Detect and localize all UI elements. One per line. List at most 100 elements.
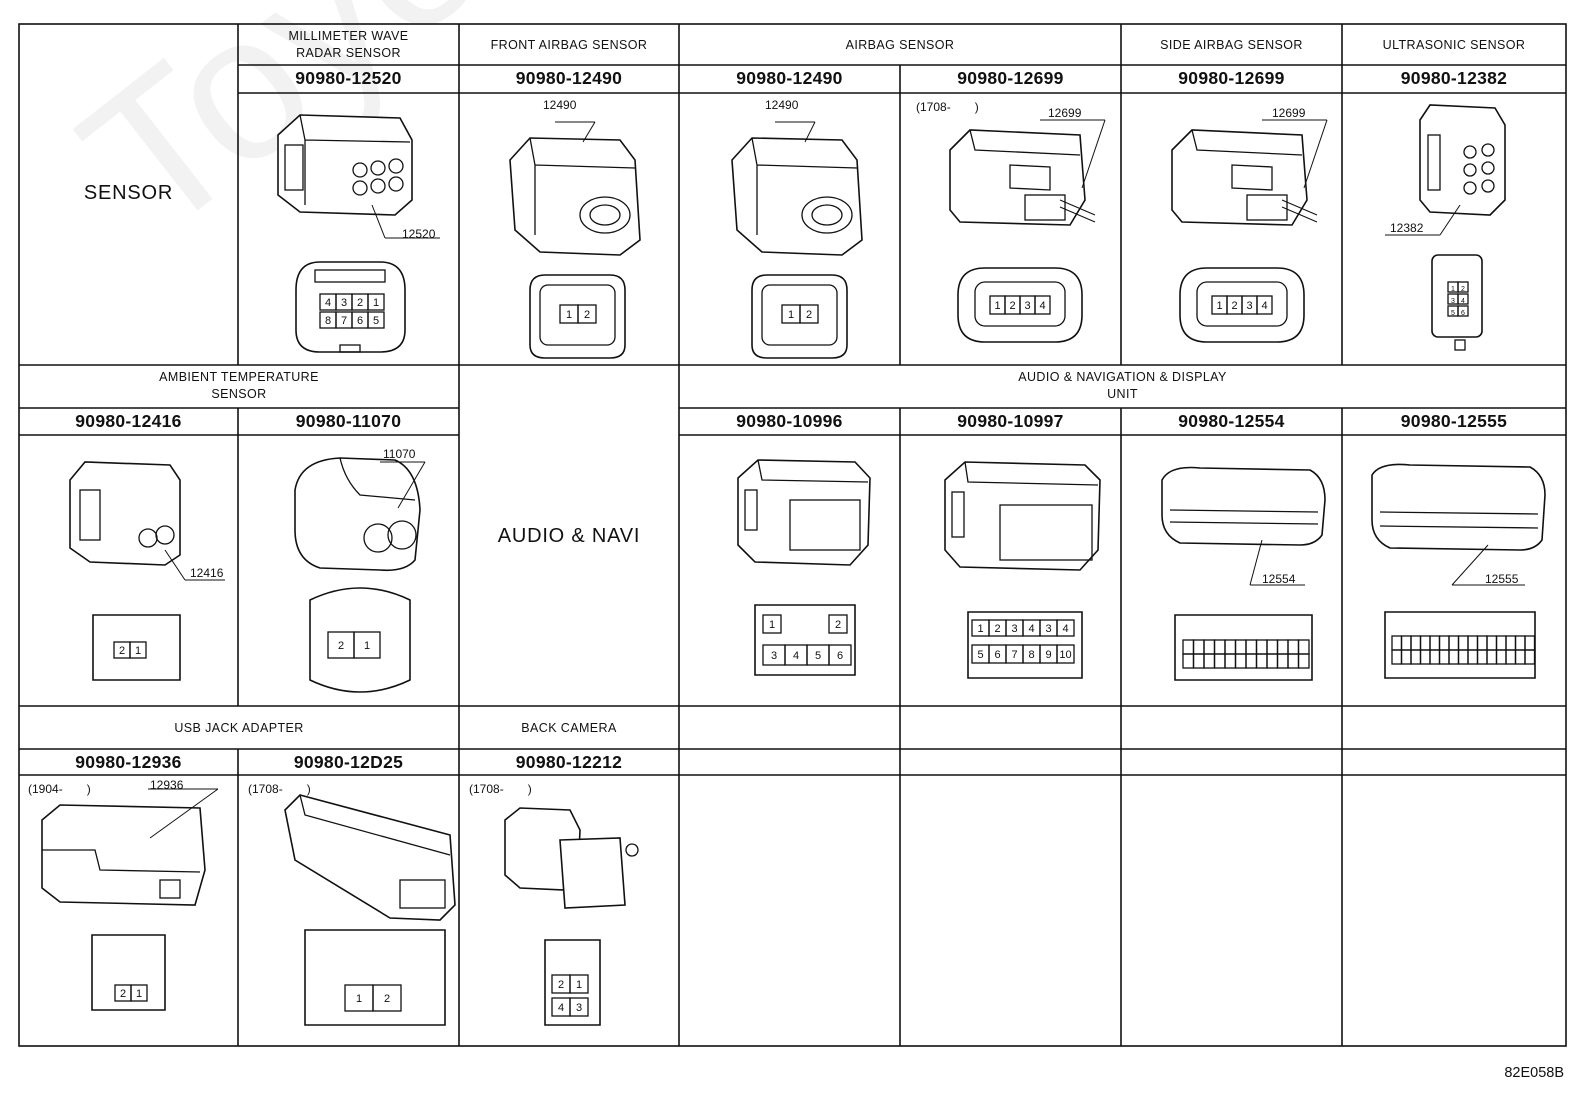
pin-number: 1 <box>135 645 141 657</box>
pin-number: 2 <box>994 623 1000 635</box>
pin-number: 3 <box>771 650 777 662</box>
pin-number: 2 <box>357 297 363 309</box>
pin-cell <box>799 304 819 324</box>
pin-number: 1 <box>576 979 582 991</box>
audio-12554-pin-face <box>1182 639 1310 669</box>
part-number: 90980-12490 <box>736 68 843 88</box>
pin-cell <box>569 997 589 1017</box>
pin-number: 1 <box>788 309 794 321</box>
title-front-airbag: FRONT AIRBAG SENSOR <box>490 38 648 52</box>
audio-12555-connector-drawing <box>1371 463 1546 679</box>
title-airbag: AIRBAG SENSOR <box>845 38 955 52</box>
pin-cell <box>129 641 147 659</box>
pin-number: 6 <box>1461 310 1465 317</box>
part-number: 90980-12554 <box>1178 411 1285 431</box>
pin-number: 7 <box>341 315 347 327</box>
pin-cell <box>1457 281 1469 293</box>
pin-cell <box>1056 644 1075 664</box>
pin-number: 4 <box>325 297 331 309</box>
pin-cell <box>1256 295 1273 315</box>
part-number: 90980-10996 <box>736 411 843 431</box>
part-number: 90980-12520 <box>295 68 402 88</box>
pin-number: 5 <box>815 650 821 662</box>
ultrasonic-connector-drawing <box>1385 104 1506 351</box>
pin-number: 2 <box>384 993 390 1005</box>
callout-label: 12699 <box>1048 106 1082 120</box>
audio-12554-connector-drawing <box>1161 466 1326 681</box>
pin-number: 4 <box>558 1002 564 1014</box>
part-number: 90980-12490 <box>515 68 623 88</box>
date-note: (1708- ) <box>469 782 532 796</box>
part-number: 90980-12555 <box>1400 411 1508 431</box>
pin-number: 5 <box>1451 310 1455 317</box>
pin-cell <box>1056 619 1075 637</box>
pin-number: 1 <box>994 300 1000 312</box>
callout-label: 11070 <box>383 447 416 461</box>
part-number: 90980-10997 <box>957 411 1064 431</box>
pin-cell <box>577 304 597 324</box>
audio-12555-pin-face <box>1391 635 1536 665</box>
pin-number: 3 <box>1024 300 1030 312</box>
pin-number: 5 <box>373 315 379 327</box>
date-note: (1708- ) <box>248 782 311 796</box>
pin-number: 3 <box>1246 300 1252 312</box>
figure-code: 82E058B <box>1504 1065 1564 1081</box>
pin-number: 3 <box>341 297 347 309</box>
pin-number: 4 <box>1062 623 1068 635</box>
pin-number: 2 <box>835 619 841 631</box>
radar-connector-drawing <box>277 114 440 353</box>
pin-number: 9 <box>1045 649 1051 661</box>
part-number: 90980-12D25 <box>293 752 404 772</box>
pin-number: 4 <box>1261 300 1267 312</box>
callout-label: 12554 <box>1262 572 1296 586</box>
date-note: (1708- ) <box>916 100 979 114</box>
pin-number: 6 <box>357 315 363 327</box>
pin-number: 1 <box>364 640 370 652</box>
pin-number: 1 <box>1451 286 1455 293</box>
callout-label: 12416 <box>190 566 224 580</box>
part-number: 90980-11070 <box>295 411 402 431</box>
pin-cell <box>130 984 148 1002</box>
callout-label: 12490 <box>543 98 577 112</box>
title-ambient-temperature: AMBIENT TEMPERATURE SENSOR <box>159 370 319 401</box>
part-number: 90980-12416 <box>75 411 182 431</box>
pin-number: 3 <box>576 1002 582 1014</box>
pin-cell <box>1034 295 1051 315</box>
pin-number: 4 <box>1028 623 1034 635</box>
row-label-sensor: SENSOR <box>83 182 174 204</box>
pin-cell <box>1457 293 1469 305</box>
pin-number: 8 <box>1028 649 1034 661</box>
pin-number: 2 <box>584 309 590 321</box>
pin-number: 2 <box>338 640 344 652</box>
callout-label: 12520 <box>402 227 436 241</box>
pin-number: 2 <box>806 309 812 321</box>
pin-number: 1 <box>356 993 362 1005</box>
pin-number: 4 <box>1039 300 1045 312</box>
callout-label: 12699 <box>1272 106 1306 120</box>
pin-number: 2 <box>1461 286 1465 293</box>
back-camera-connector-drawing <box>504 807 639 1026</box>
pin-number: 4 <box>793 650 799 662</box>
usb-jack-connector-drawing <box>41 788 219 1011</box>
pin-number: 1 <box>136 988 142 1000</box>
pin-number: 3 <box>1045 623 1051 635</box>
title-side-airbag: SIDE AIRBAG SENSOR <box>1160 38 1303 52</box>
pin-cell <box>828 614 848 634</box>
pin-number: 4 <box>1461 298 1465 305</box>
pin-cell <box>1457 305 1469 317</box>
title-audio-navigation-display: AUDIO & NAVIGATION & DISPLAY UNIT <box>1018 370 1227 401</box>
pin-number: 3 <box>1011 623 1017 635</box>
pin-number: 5 <box>977 649 983 661</box>
ambient-11070-connector-drawing <box>294 457 426 693</box>
